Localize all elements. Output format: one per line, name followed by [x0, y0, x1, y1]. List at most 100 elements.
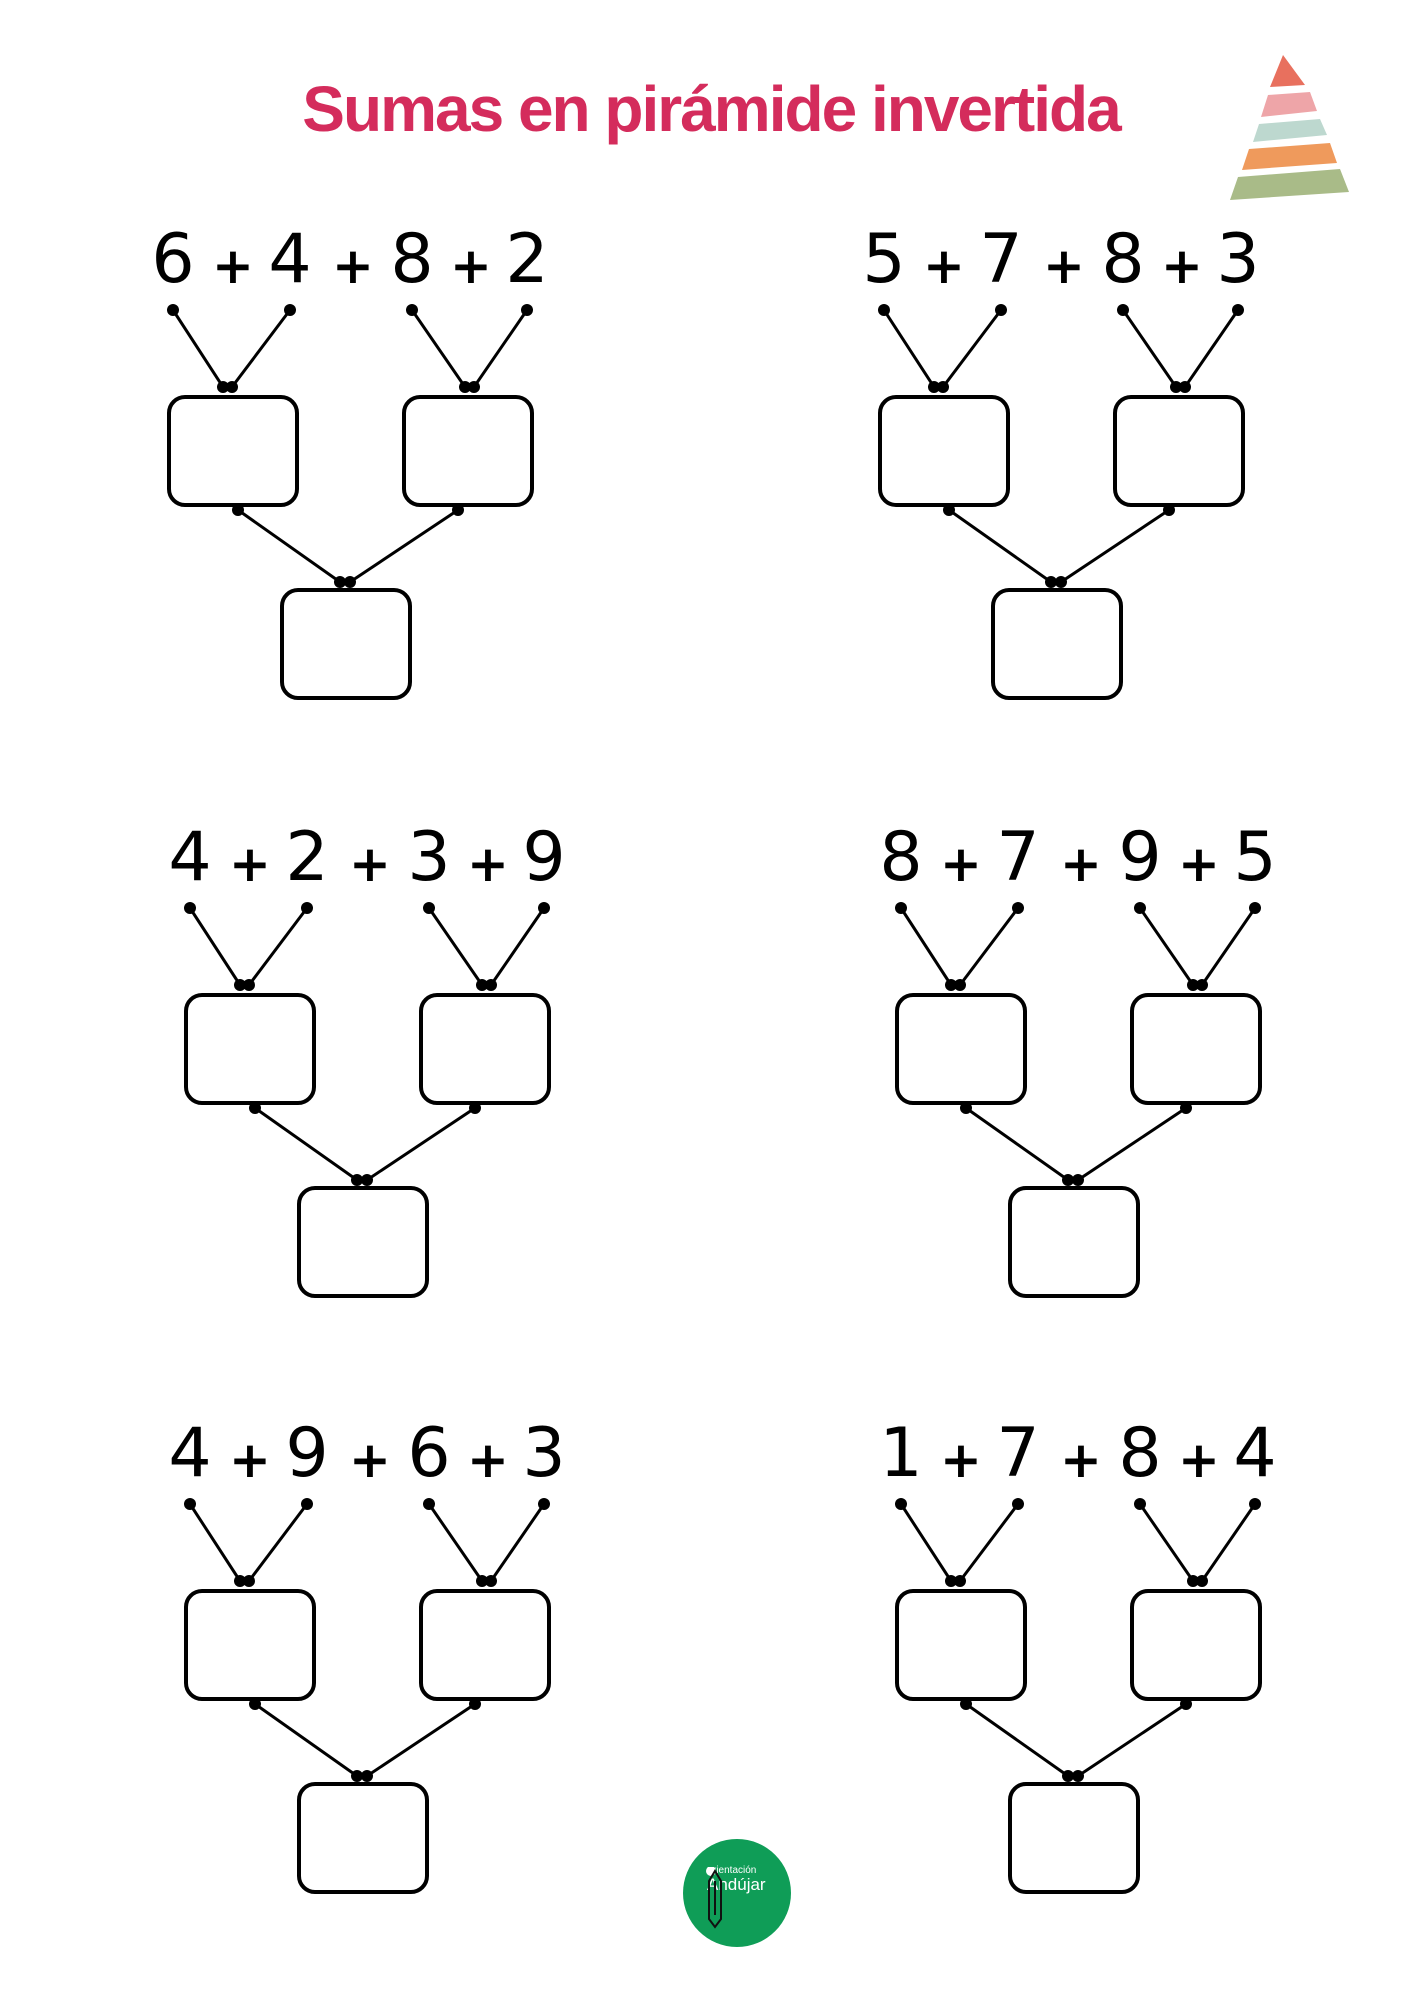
addend: 7: [996, 1414, 1040, 1493]
connector-line: [171, 309, 225, 388]
connector-dot: [1134, 1498, 1146, 1510]
connector-dot: [1163, 504, 1175, 516]
connector-dot: [217, 381, 229, 393]
connector-line: [1077, 1106, 1187, 1182]
answer-box-total[interactable]: [991, 588, 1123, 700]
connector-dot: [1134, 902, 1146, 914]
connector-dot: [928, 381, 940, 393]
plus-sign: +: [450, 237, 492, 295]
connector-dot: [243, 979, 255, 991]
connector-line: [427, 1503, 484, 1582]
addend: 9: [1118, 818, 1162, 897]
connector-dot: [361, 1174, 373, 1186]
connector-dot: [1072, 1174, 1084, 1186]
connector-dot: [469, 1102, 481, 1114]
answer-box-total[interactable]: [1008, 1782, 1140, 1894]
connector-dot: [301, 1498, 313, 1510]
connector-line: [1138, 907, 1195, 986]
connector-dot: [1249, 1498, 1261, 1510]
connector-dot: [184, 1498, 196, 1510]
addend: 9: [285, 1414, 329, 1493]
connector-lines: [167, 304, 533, 588]
addend: 3: [407, 818, 451, 897]
connector-dot: [1179, 381, 1191, 393]
connector-line: [899, 1503, 953, 1582]
answer-box-left[interactable]: [895, 1589, 1027, 1701]
answer-box-total[interactable]: [297, 1782, 429, 1894]
answer-box-right[interactable]: [419, 1589, 551, 1701]
answer-box-total[interactable]: [280, 588, 412, 700]
connector-dot: [1055, 576, 1067, 588]
connector-line: [247, 907, 309, 986]
connector-line: [247, 1503, 309, 1582]
connector-line: [366, 1106, 476, 1182]
addend: 3: [522, 1414, 566, 1493]
answer-box-right[interactable]: [1113, 395, 1245, 507]
addend: 1: [879, 1414, 923, 1493]
answer-box-right[interactable]: [1130, 993, 1262, 1105]
answer-box-total[interactable]: [297, 1186, 429, 1298]
connector-line: [941, 309, 1003, 388]
addend: 9: [522, 818, 566, 897]
answer-box-right[interactable]: [1130, 1589, 1262, 1701]
connector-line: [230, 309, 292, 388]
connector-line: [948, 508, 1052, 584]
addend: 2: [285, 818, 329, 897]
addend: 8: [1101, 220, 1145, 299]
answer-box-right[interactable]: [402, 395, 534, 507]
connector-dot: [1062, 1174, 1074, 1186]
connector-line: [188, 1503, 242, 1582]
answer-box-left[interactable]: [895, 993, 1027, 1105]
connector-line: [489, 907, 546, 986]
addend: 4: [268, 220, 312, 299]
connector-line: [899, 907, 953, 986]
answer-box-left[interactable]: [878, 395, 1010, 507]
connector-line: [237, 508, 341, 584]
plus-sign: +: [1161, 237, 1203, 295]
connector-dot: [960, 1102, 972, 1114]
connector-dot: [521, 304, 533, 316]
plus-sign: +: [349, 835, 391, 893]
addend: 8: [390, 220, 434, 299]
answer-box-total[interactable]: [1008, 1186, 1140, 1298]
answer-box-left[interactable]: [167, 395, 299, 507]
connector-line: [254, 1702, 358, 1778]
connector-line: [882, 309, 936, 388]
connector-line: [410, 309, 467, 388]
connector-dot: [1180, 1102, 1192, 1114]
connector-dot: [476, 1575, 488, 1587]
connector-dot: [1012, 1498, 1024, 1510]
connector-dot: [895, 1498, 907, 1510]
connector-lines: [895, 1498, 1261, 1782]
connector-lines: [878, 304, 1244, 588]
connector-dot: [538, 902, 550, 914]
connector-dot: [406, 304, 418, 316]
connector-dot: [954, 979, 966, 991]
connector-dot: [1045, 576, 1057, 588]
plus-sign: +: [940, 1431, 982, 1489]
connector-dot: [895, 902, 907, 914]
connector-dot: [232, 504, 244, 516]
addend: 4: [168, 1414, 212, 1493]
connector-dot: [945, 1575, 957, 1587]
connector-dot: [243, 1575, 255, 1587]
plus-sign: +: [1178, 835, 1220, 893]
answer-box-left[interactable]: [184, 1589, 316, 1701]
addend: 5: [862, 220, 906, 299]
connector-dot: [452, 504, 464, 516]
connector-dot: [1170, 381, 1182, 393]
plus-sign: +: [923, 237, 965, 295]
pencil-icon: [706, 1867, 722, 1929]
connector-dot: [538, 1498, 550, 1510]
answer-box-left[interactable]: [184, 993, 316, 1105]
plus-sign: +: [1060, 1431, 1102, 1489]
connector-dot: [344, 576, 356, 588]
connector-dot: [945, 979, 957, 991]
answer-box-right[interactable]: [419, 993, 551, 1105]
